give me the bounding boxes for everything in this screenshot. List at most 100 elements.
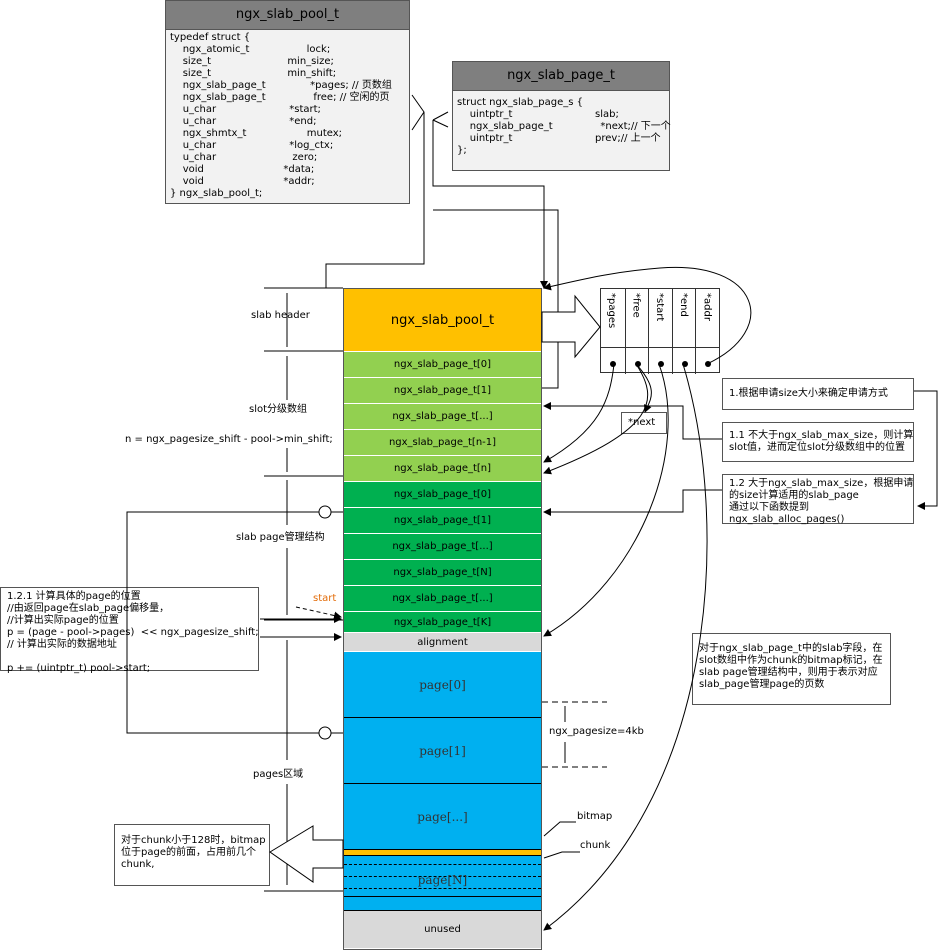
page-t1-link [433, 209, 559, 389]
notes-bracket [914, 390, 938, 510]
end-pointer-arrow [543, 363, 708, 931]
page-struct-box: ngx_slab_page_t struct ngx_slab_page_s {… [452, 61, 671, 171]
pointer-field-name: *start [654, 293, 666, 322]
code-line: uintptr_t slab; [457, 109, 619, 120]
code-line: u_char *log_ctx; [170, 140, 334, 151]
chunk-divider [344, 864, 541, 865]
code-line: size_t min_shift; [170, 68, 337, 79]
chunk-divider [344, 876, 541, 877]
pointer-dot [681, 361, 688, 367]
pointer-dot [705, 361, 712, 367]
memory-block: page[N] [344, 850, 541, 911]
pointer-field: *addr [695, 289, 720, 374]
note-alloc-1-1: 1.1 不大于ngx_slab_max_size，则计算 slot值，进而定位s… [722, 422, 914, 462]
memory-block-label: ngx_slab_page_t[n] [393, 463, 492, 474]
code-line: typedef struct { [170, 32, 251, 43]
page-struct-code: struct ngx_slab_page_s { uintptr_t slab;… [453, 91, 671, 163]
start-dashed-arrow [295, 606, 342, 620]
page-index-link [126, 511, 319, 734]
memory-block-label: page[1] [419, 743, 466, 758]
slot-levels-label: slot分级数组 [249, 404, 308, 415]
pointer-field-name: *free [630, 293, 642, 318]
memory-block: page[0] [344, 652, 541, 718]
memory-block: ngx_slab_page_t[0] [344, 352, 541, 378]
slot-link [543, 402, 722, 440]
memory-block-label: unused [424, 924, 461, 935]
note-slab-field: 对于ngx_slab_page_t中的slab字段，在 slot数组中作为chu… [692, 633, 891, 705]
memory-block-label: ngx_slab_page_t[K] [393, 616, 492, 628]
code-line: ngx_slab_page_t free; // 空闲的页 [170, 92, 390, 103]
page-struct-link [432, 119, 449, 128]
memory-block: ngx_slab_page_t[K] [344, 612, 541, 633]
code-line: u_char *end; [170, 116, 317, 127]
code-line: ngx_atomic_t lock; [170, 44, 331, 55]
pool-struct-code: typedef struct { ngx_atomic_t lock; size… [166, 30, 409, 202]
page-mgmt-label: slab page管理结构 [236, 532, 325, 543]
chunk-divider [344, 888, 541, 889]
memory-block-label: ngx_slab_page_t[n-1] [388, 437, 497, 448]
pointer-field-name: *end [677, 293, 689, 317]
memory-block: ngx_slab_page_t[n-1] [344, 430, 541, 456]
chunk-divider [344, 896, 541, 897]
code-line: void *data; [170, 164, 315, 175]
memory-block: ngx_slab_page_t[...] [344, 586, 541, 612]
pointer-field: *free [624, 289, 650, 374]
free-next-arrow [635, 363, 652, 413]
page-mgmt-link [543, 489, 722, 516]
code-line: struct ngx_slab_page_s { [457, 97, 583, 108]
memory-block-label: ngx_slab_pool_t [390, 312, 495, 328]
memory-block: ngx_slab_page_t[0] [344, 482, 541, 508]
code-line: size_t min_size; [170, 56, 334, 67]
memory-block-label: page[0] [419, 677, 466, 692]
memory-block: alignment [344, 633, 541, 652]
free-pointer-arrow [543, 363, 649, 475]
start-pointer-arrow [543, 363, 669, 637]
pointer-dot [610, 361, 616, 367]
memory-layout: ngx_slab_pool_t ngx_slab_page_t[0] ngx_sla… [343, 288, 542, 950]
memory-block: ngx_slab_page_t[N] [344, 560, 541, 586]
bitmap-label: bitmap [577, 811, 613, 822]
memory-block-label: ngx_slab_page_t[...] [392, 541, 493, 552]
memory-block: ngx_slab_pool_t [344, 289, 541, 352]
bitmap-pointer [543, 821, 576, 837]
memory-block-label: page[N] [417, 873, 468, 887]
note-alloc-1: 1.根据申请size大小来确定申请方式 [722, 378, 914, 410]
code-line: }; [457, 145, 467, 156]
chunk-pointer [543, 851, 580, 859]
link-endpoint [318, 726, 332, 740]
pool-struct-box: ngx_slab_pool_t typedef struct { ngx_ato… [165, 0, 410, 204]
pool-struct-link [411, 111, 425, 131]
bitmap-block-arrow [269, 825, 344, 883]
memory-block-label: alignment [417, 636, 468, 648]
page-struct-title: ngx_slab_page_t [453, 62, 669, 91]
page-struct-link [432, 120, 548, 289]
page-struct-link [432, 111, 449, 121]
memory-block-label: ngx_slab_page_t[1] [393, 515, 492, 526]
pointer-field: *start [648, 289, 673, 374]
code-line: u_char *start; [170, 104, 321, 115]
code-line: void *addr; [170, 176, 315, 187]
note-calc-page: 1.2.1 计算具体的page的位置 //由返回page在slab_page偏移… [0, 587, 259, 674]
bitmap-strip [344, 850, 541, 856]
pool-pointer-table: *pages*free*start*end*addr [600, 288, 720, 374]
code-line: u_char zero; [170, 152, 318, 163]
memory-block: page[1] [344, 718, 541, 784]
code-line: ngx_slab_page_t *pages; // 页数组 [170, 80, 392, 91]
pages-area-label: pages区域 [253, 769, 304, 780]
memory-block-label: ngx_slab_page_t[...] [392, 593, 493, 604]
code-line: ngx_slab_page_t *next;// 下一个 [457, 121, 671, 132]
code-line: ngx_shmtx_t mutex; [170, 128, 343, 139]
code-line: uintptr_t prev;// 上一个 [457, 133, 661, 144]
pointer-dot [634, 361, 641, 367]
memory-block-label: ngx_slab_page_t[1] [393, 385, 492, 396]
pool-struct-title: ngx_slab_pool_t [166, 1, 409, 30]
code-line: } ngx_slab_pool_t; [170, 188, 263, 199]
header-block-arrow [541, 294, 601, 359]
note-alloc-1-2: 1.2 大于ngx_slab_max_size，根据申请 的size计算适用的s… [722, 474, 914, 525]
pages-pointer-arrow [543, 363, 615, 463]
pointer-table-divider [601, 347, 719, 348]
memory-block-label: ngx_slab_page_t[N] [393, 567, 492, 578]
memory-block: ngx_slab_page_t[1] [344, 378, 541, 404]
link-endpoint [318, 505, 332, 519]
